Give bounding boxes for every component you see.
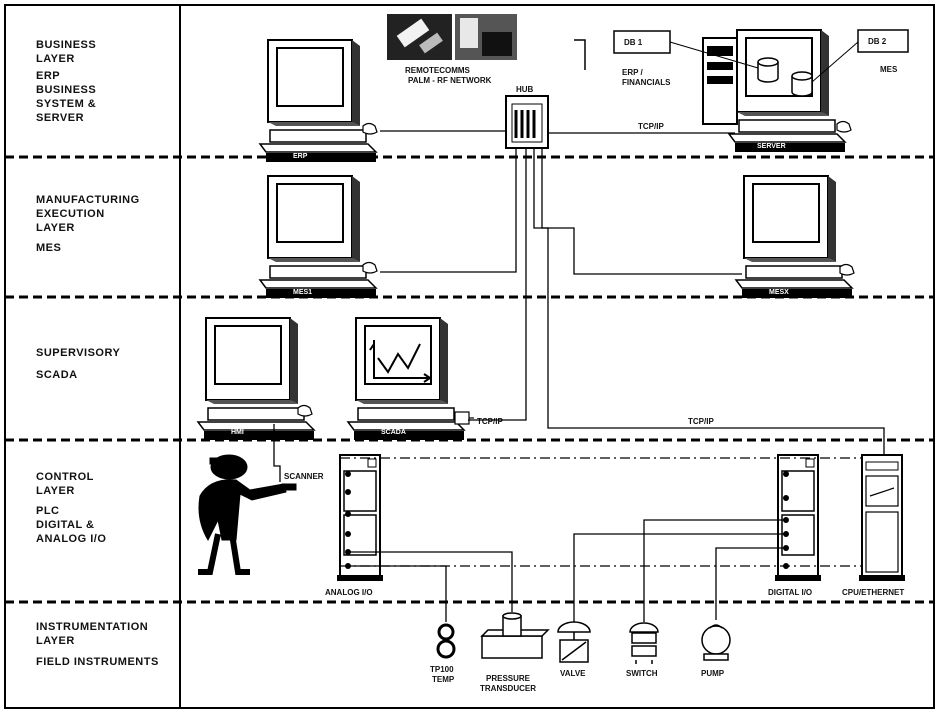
erp-financials-label: ERP / [622,68,644,77]
business-tcpip-label: TCP/IP [638,122,664,131]
hmi-mouse [298,406,312,417]
server-tower [703,38,737,124]
pump-label: PUMP [701,669,725,678]
erp-computer-label: ERP [293,153,308,160]
server-mouse [837,122,851,133]
analog-io-rack [337,455,383,581]
server-computer [729,30,845,152]
remotecomms-label: REMOTECOMMS [405,66,471,75]
scanner-label: SCANNER [284,472,324,481]
mes1-mouse [363,263,377,274]
pressure-label-2: TRANSDUCER [480,684,536,693]
mes-db-label: MES [880,65,898,74]
remotecomms-network-label: PALM - RF NETWORK [408,76,492,85]
scada-clipboard-icon [455,412,474,424]
pressure-transducer [482,613,548,658]
erp-mouse [363,124,377,135]
mesx-computer [736,176,852,298]
temperature-sensor [438,625,454,657]
operator-figure [198,455,296,572]
valve [558,622,590,662]
hub-label: HUB [516,85,534,94]
switch-label: SWITCH [626,669,658,678]
db2-label: DB 2 [868,37,887,46]
hmi-computer-label: HMI [231,429,244,436]
network-hub [506,96,548,148]
scada-tcpip-label: TCP/IP [477,417,503,426]
field-wiring [348,520,786,622]
mesx-computer-label: MESX [769,289,789,296]
db1-label: DB 1 [624,38,643,47]
mesx-mouse [840,265,854,276]
temp-sensor-label: TP100 [430,665,454,674]
valve-label: VALVE [560,669,586,678]
scada-computer-label: SCADA [381,429,406,436]
hmi-computer [198,318,314,440]
cpu-ethernet-label: CPU/ETHERNET [842,588,904,597]
switch [630,623,658,664]
pump [702,625,730,660]
digital-io-rack [775,455,821,581]
control-tcpip-label: TCP/IP [688,417,714,426]
server-computer-label: SERVER [757,143,786,150]
temp-sensor-label-2: TEMP [432,675,455,684]
mes1-computer [260,176,376,298]
pressure-label: PRESSURE [486,674,531,683]
erp-computer [260,40,376,162]
digital-io-label: DIGITAL I/O [768,588,812,597]
business-network-lines [380,131,735,133]
erp-financials-label-2: FINANCIALS [622,78,671,87]
mes1-computer-label: MES1 [293,289,312,296]
cpu-ethernet-rack [859,455,905,581]
analog-io-label: ANALOG I/O [325,588,373,597]
remotecomms-photos [387,14,517,60]
